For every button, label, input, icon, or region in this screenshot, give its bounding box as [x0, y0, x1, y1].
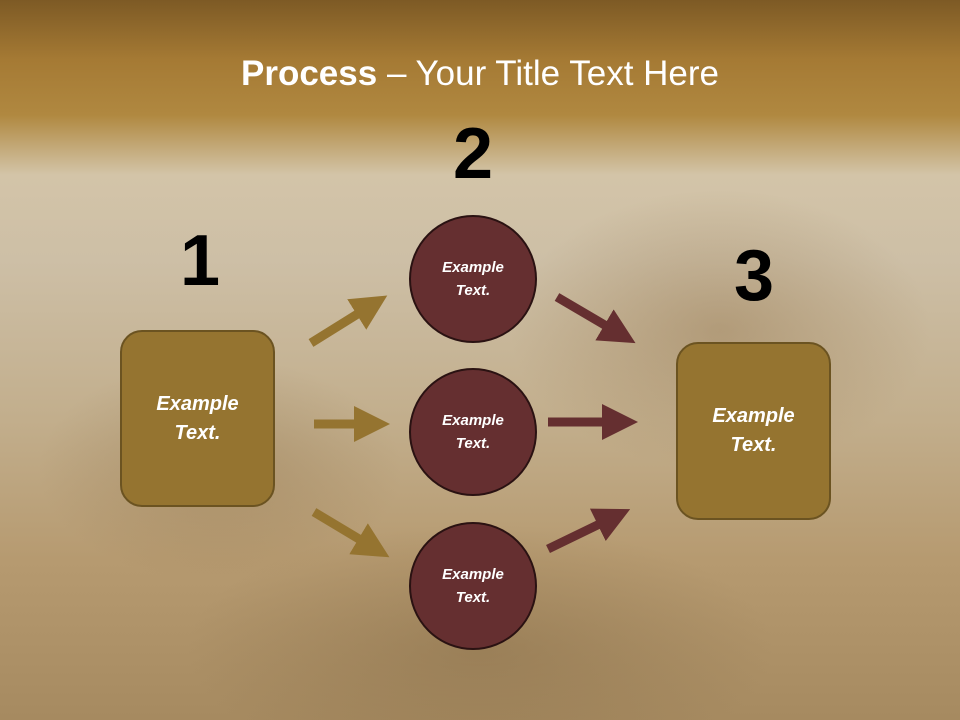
- arrow-bottom-to-right: [546, 508, 631, 554]
- arrow-left-to-top: [308, 295, 388, 347]
- circle-node-top: Example Text.: [409, 215, 537, 343]
- step-number-1: 1: [179, 221, 221, 301]
- step-number-3: 3: [733, 236, 775, 316]
- arrow-left-to-bottom: [311, 508, 390, 558]
- right-process-box: Example Text.: [676, 342, 831, 520]
- title-bold: Process: [241, 54, 378, 93]
- arrow-top-to-right: [554, 293, 636, 344]
- circle-node-bottom: Example Text.: [409, 522, 537, 650]
- circle-node-middle: Example Text.: [409, 368, 537, 496]
- title-rest: – Your Title Text Here: [377, 54, 719, 93]
- step-number-2: 2: [452, 114, 494, 194]
- left-process-box: Example Text.: [120, 330, 275, 507]
- slide-title: Process – Your Title Text Here: [0, 52, 960, 96]
